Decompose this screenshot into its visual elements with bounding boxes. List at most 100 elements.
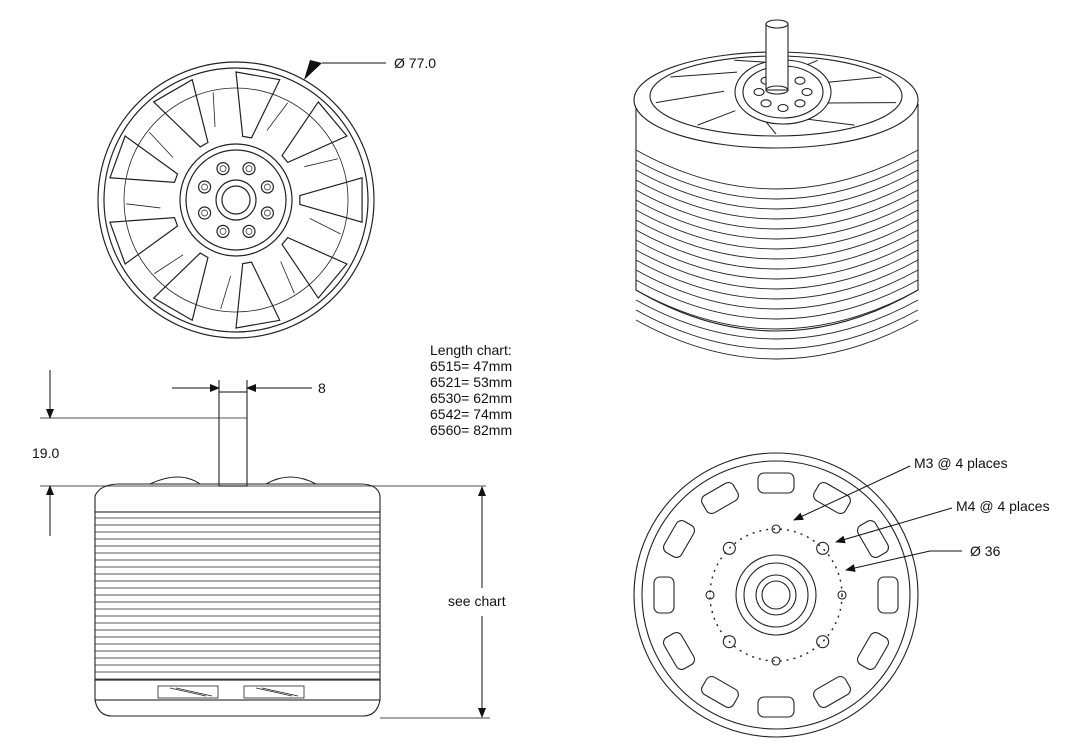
- iso-hole: [794, 99, 806, 108]
- iso-fin: [655, 90, 725, 104]
- mount-hole: [260, 180, 275, 194]
- m3-hole: [771, 656, 781, 666]
- vent-slot: [662, 520, 696, 558]
- mount-hole: [260, 206, 275, 220]
- m4-holes-label: M4 @ 4 places: [956, 498, 1050, 514]
- m3-hole: [705, 590, 715, 600]
- bolt-circle: [709, 528, 843, 662]
- iso-fin: [670, 71, 738, 78]
- length-chart-row: 6521= 53mm: [430, 374, 513, 390]
- cooling-ring: [635, 269, 919, 310]
- m4-hole: [816, 635, 830, 649]
- mount-hole-inner: [219, 165, 227, 172]
- cooling-ring: [635, 259, 919, 300]
- fin: [299, 176, 363, 224]
- shaft-diameter-label: 8: [318, 380, 326, 396]
- cooling-ring: [635, 299, 919, 340]
- iso-fin: [734, 59, 769, 63]
- iso-fin: [825, 76, 882, 83]
- iso-hole: [801, 87, 813, 97]
- vent-slot: [757, 696, 795, 718]
- cooling-rings: [635, 149, 919, 360]
- vent-slot: [856, 632, 890, 670]
- cooling-ring: [635, 199, 919, 240]
- iso-hole: [794, 76, 806, 85]
- cooling-ring: [635, 149, 919, 190]
- vent-slot: [662, 632, 696, 670]
- bottom-view: [633, 452, 919, 738]
- length-chart-row: 6560= 82mm: [430, 422, 513, 438]
- fin: [281, 236, 348, 300]
- fin-detail: [149, 132, 174, 158]
- bolt-circle-label: Ø 36: [970, 543, 1001, 559]
- cooling-ring: [635, 279, 919, 320]
- vent-slot: [653, 576, 675, 614]
- cooling-ring: [635, 169, 919, 210]
- mount-hole: [216, 224, 230, 239]
- shaft-bore: [215, 179, 257, 221]
- vent-slot: [856, 520, 890, 558]
- m4-hole: [722, 635, 736, 649]
- mount-holes: [197, 161, 275, 239]
- rotor-outer-rim: [97, 61, 375, 339]
- cooling-ring: [635, 229, 919, 270]
- iso-hole: [760, 99, 772, 108]
- cooling-ring: [635, 159, 919, 200]
- vent-slot: [877, 576, 899, 614]
- base-outer-rim: [633, 452, 919, 738]
- fin: [109, 135, 179, 183]
- bottom-leaders: [793, 465, 962, 572]
- vent-slot: [813, 481, 851, 515]
- top-view: [97, 61, 375, 339]
- mount-hole: [242, 161, 256, 176]
- mount-hole: [197, 206, 212, 220]
- vent-slot: [757, 472, 795, 494]
- m4-hole: [722, 541, 736, 555]
- cooling-ring: [635, 289, 919, 330]
- fin: [109, 217, 179, 265]
- vent-slot: [813, 675, 851, 709]
- diameter-leader: [304, 60, 386, 80]
- iso-fin: [697, 110, 736, 126]
- cooling-ring: [635, 189, 919, 230]
- iso-fin: [800, 117, 855, 126]
- cooling-ring: [635, 309, 919, 350]
- vent-slot: [701, 481, 739, 515]
- iso-fin: [765, 121, 777, 135]
- mount-hole-inner: [219, 228, 227, 235]
- mount-hole: [242, 224, 256, 239]
- outer-diameter-label: Ø 77.0: [394, 55, 437, 71]
- fin-detail: [212, 92, 216, 127]
- cooling-ring: [635, 239, 919, 280]
- mount-hole-inner: [264, 209, 271, 217]
- cooling-ring: [635, 219, 919, 260]
- fin-detail: [126, 203, 161, 209]
- m3-holes-label: M3 @ 4 places: [914, 455, 1008, 471]
- fin-detail: [280, 261, 295, 294]
- mount-hole: [197, 180, 212, 194]
- hub-outer: [179, 143, 293, 257]
- side-dimensions: [40, 370, 490, 719]
- iso-hole: [777, 103, 789, 113]
- vent-slot: [701, 675, 739, 709]
- length-chart-title: Length chart:: [430, 342, 512, 358]
- mount-hole-inner: [201, 183, 208, 191]
- shaft-length-label: 19.0: [32, 445, 60, 461]
- mount-hole: [216, 161, 230, 176]
- fin: [152, 78, 209, 148]
- cooling-ring: [635, 319, 919, 360]
- m4-hole: [816, 541, 830, 555]
- length-chart-row: 6530= 62mm: [430, 390, 513, 406]
- cooling-ring: [635, 179, 919, 220]
- mount-hole-inner: [201, 209, 208, 217]
- cooling-fins: [109, 71, 363, 329]
- cooling-ring: [635, 249, 919, 290]
- mount-hole-inner: [264, 183, 271, 191]
- mount-hole-inner: [245, 165, 253, 172]
- fin: [235, 261, 281, 329]
- m3-hole: [837, 590, 847, 600]
- stator-body: [94, 511, 381, 681]
- fin-detail: [266, 102, 288, 131]
- body-length-label: see chart: [448, 593, 506, 609]
